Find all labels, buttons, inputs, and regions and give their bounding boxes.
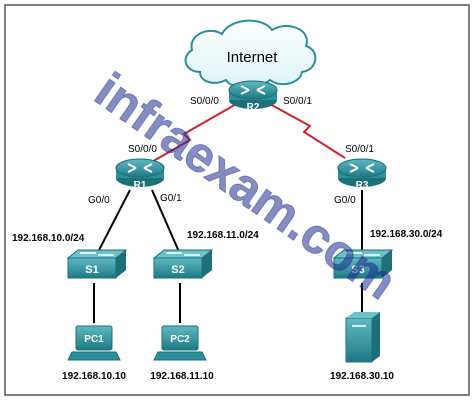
serial-link-r1-r2 (149, 102, 239, 164)
switch-s1: S1 (66, 249, 128, 279)
server (345, 312, 380, 363)
r1-serial-interface: S0/0/0 (128, 144, 157, 155)
pc1-label: PC1 (84, 334, 104, 345)
lan3-network: 192.168.30.0/24 (370, 229, 443, 240)
switch-arrows-icon (80, 252, 114, 256)
switch-s3-label: S3 (351, 264, 364, 276)
lan1-network: 192.168.10.0/24 (12, 233, 85, 244)
ethernet-link-r1-s2 (151, 189, 181, 255)
switch-s1-label: S1 (85, 264, 98, 276)
monitor-icon (161, 325, 199, 351)
r3-g00-interface: G0/0 (334, 195, 356, 206)
switch-s2: S2 (152, 249, 214, 279)
r2-right-interface: S0/0/1 (283, 96, 312, 107)
r3-serial-interface: S0/0/1 (345, 144, 374, 155)
switch-s2-label: S2 (171, 264, 184, 276)
server-icon (345, 317, 373, 363)
serial-link-r2-r3 (267, 102, 346, 159)
router-r1-label: R1 (134, 180, 147, 191)
pc2-label: PC2 (170, 334, 190, 345)
pc-pc2: PC2 (153, 325, 207, 361)
router-arrows-icon (127, 163, 153, 173)
switch-arrows-icon (166, 252, 200, 256)
router-arrows-icon (240, 85, 266, 95)
lan2-network: 192.168.11.0/24 (187, 230, 259, 241)
keyboard-icon (153, 351, 207, 361)
keyboard-icon (67, 351, 121, 361)
internet-label: Internet (227, 49, 279, 66)
server-ip: 192.168.30.10 (330, 371, 394, 382)
r1-g01-interface: G0/1 (160, 193, 182, 204)
pc2-ip: 192.168.11.10 (150, 371, 214, 382)
monitor-icon (75, 325, 113, 351)
router-r3: R3 (337, 158, 387, 191)
switch-s3: S3 (332, 249, 394, 279)
r2-left-interface: S0/0/0 (190, 96, 219, 107)
router-r1: R1 (115, 158, 165, 191)
pc1-ip: 192.168.10.10 (62, 371, 126, 382)
internet-cloud: Internet (184, 19, 317, 89)
router-r2-label: R2 (247, 102, 260, 113)
pc-pc1: PC1 (67, 325, 121, 361)
router-arrows-icon (349, 163, 375, 173)
switch-arrows-icon (346, 252, 380, 256)
router-r3-label: R3 (356, 180, 369, 191)
router-r2: R2 (228, 80, 278, 113)
r1-g00-interface: G0/0 (88, 195, 110, 206)
ethernet-link-r1-s1 (96, 189, 131, 255)
